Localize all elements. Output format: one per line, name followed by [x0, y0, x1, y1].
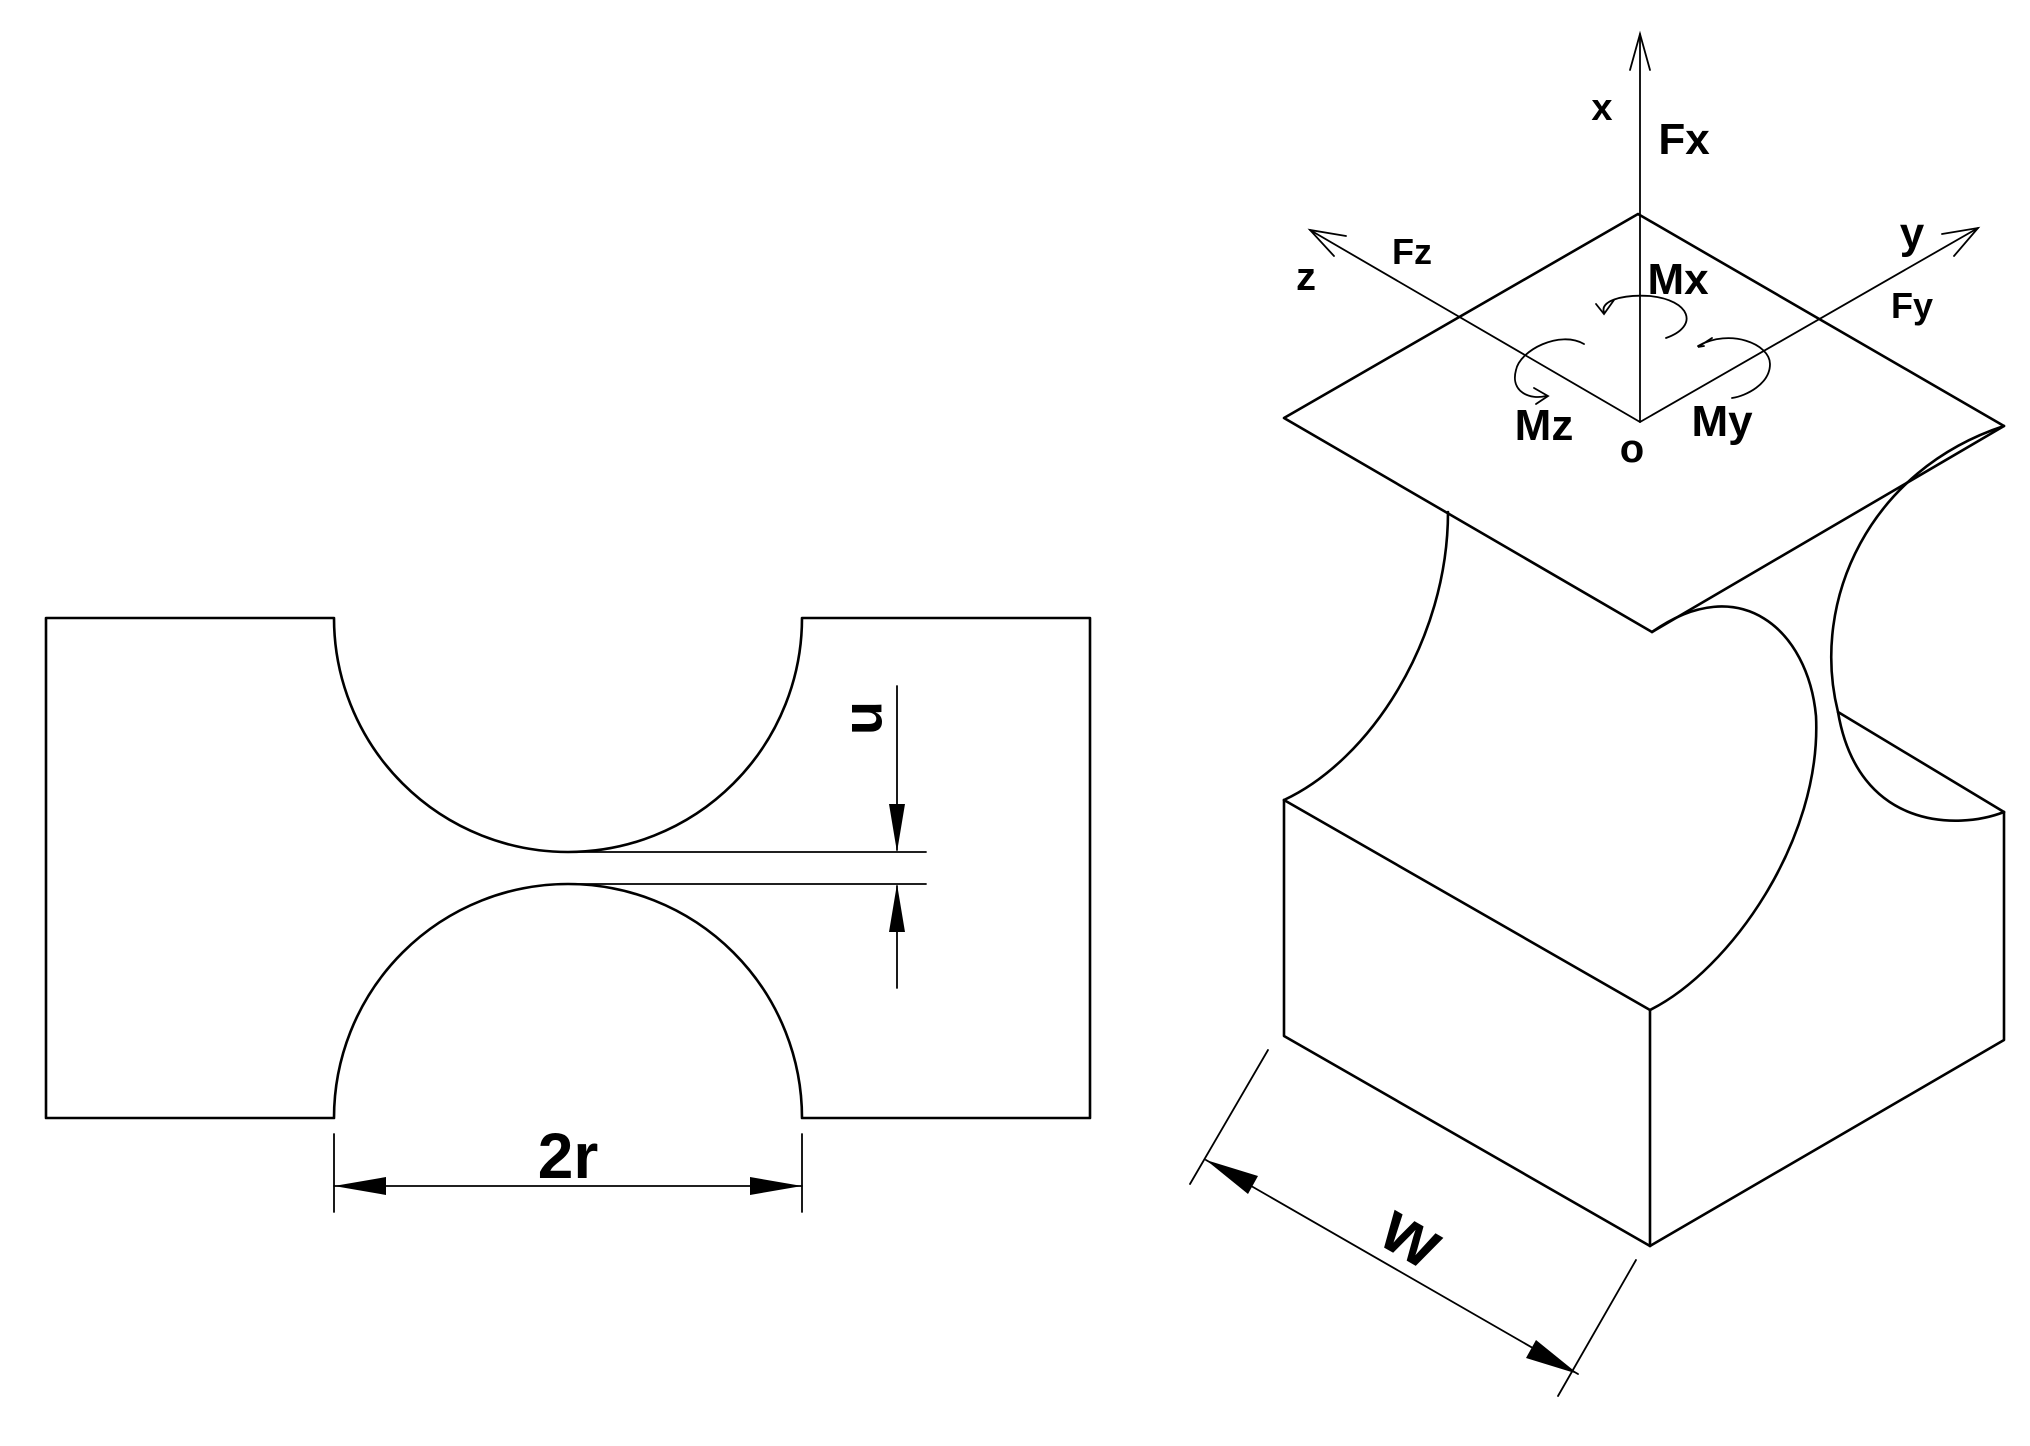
- block-width-arrowhead-left: [1206, 1160, 1258, 1194]
- coordinate-axes: [1307, 30, 1981, 423]
- hinge-isometric-view: w x Fx y Fy z Fz Mx Mz My o: [1189, 30, 2006, 1397]
- x-axis-label: x: [1591, 87, 1612, 129]
- notch-front-curve: [1648, 605, 1818, 1012]
- fy-label: Fy: [1891, 285, 1933, 326]
- my-moment-arc: [1697, 337, 1771, 399]
- gap-arrowhead-top: [889, 804, 905, 852]
- my-moment-arrowhead: [1697, 337, 1713, 348]
- axis-and-load-labels: x Fx y Fy z Fz Mx Mz My o: [1296, 87, 1933, 471]
- notch-width-label: 2r: [538, 1120, 599, 1192]
- bottom-block-outer-edges: [1282, 798, 2006, 1248]
- mx-moment-arc: [1602, 294, 1688, 339]
- y-axis-label: y: [1900, 209, 1925, 258]
- notch-left-curve: [1282, 510, 1450, 802]
- notch-width-arrowhead-left: [334, 1177, 386, 1195]
- block-width-dimension-line: [1205, 1159, 1579, 1375]
- bottom-block: [1282, 710, 2006, 1248]
- hinge-front-view: u 2r: [44, 616, 1092, 1213]
- z-axis-arrowhead: [1307, 228, 1347, 257]
- mx-label: Mx: [1647, 255, 1709, 304]
- block-width-extension-right: [1557, 1259, 1637, 1397]
- bottom-block-top-right-edge: [1836, 710, 2006, 814]
- y-axis-arrowhead: [1941, 226, 1981, 257]
- mz-moment-arrowhead: [1533, 387, 1550, 405]
- z-axis-line: [1309, 229, 1641, 423]
- notch-width-dimension: 2r: [333, 1120, 803, 1213]
- notch-right-curve: [1829, 424, 2006, 822]
- z-axis-label: z: [1296, 255, 1316, 299]
- mz-moment-arc: [1514, 338, 1585, 398]
- block-width-label: w: [1367, 1187, 1457, 1285]
- x-axis-arrowhead: [1629, 30, 1651, 71]
- mz-label: Mz: [1515, 401, 1574, 450]
- notch-width-arrowhead-right: [750, 1177, 802, 1195]
- hinge-profile-outline: [44, 616, 1092, 1120]
- bottom-block-top-left-edge: [1282, 798, 1652, 1012]
- origin-label: o: [1620, 427, 1644, 471]
- block-width-arrowhead-right: [1526, 1340, 1578, 1374]
- block-width-extension-left: [1189, 1049, 1269, 1185]
- y-axis-line: [1639, 227, 1979, 423]
- fz-label: Fz: [1392, 231, 1432, 272]
- block-width-dimension: w: [1189, 1049, 1637, 1397]
- moment-arcs: [1514, 294, 1771, 405]
- gap-dimension: u: [567, 685, 927, 989]
- my-label: My: [1691, 397, 1753, 446]
- notch-surfaces: [1282, 424, 2006, 1012]
- fx-label: Fx: [1658, 115, 1710, 164]
- gap-arrowhead-bottom: [889, 884, 905, 932]
- mx-moment-arrowhead: [1595, 299, 1615, 316]
- gap-label: u: [831, 701, 894, 735]
